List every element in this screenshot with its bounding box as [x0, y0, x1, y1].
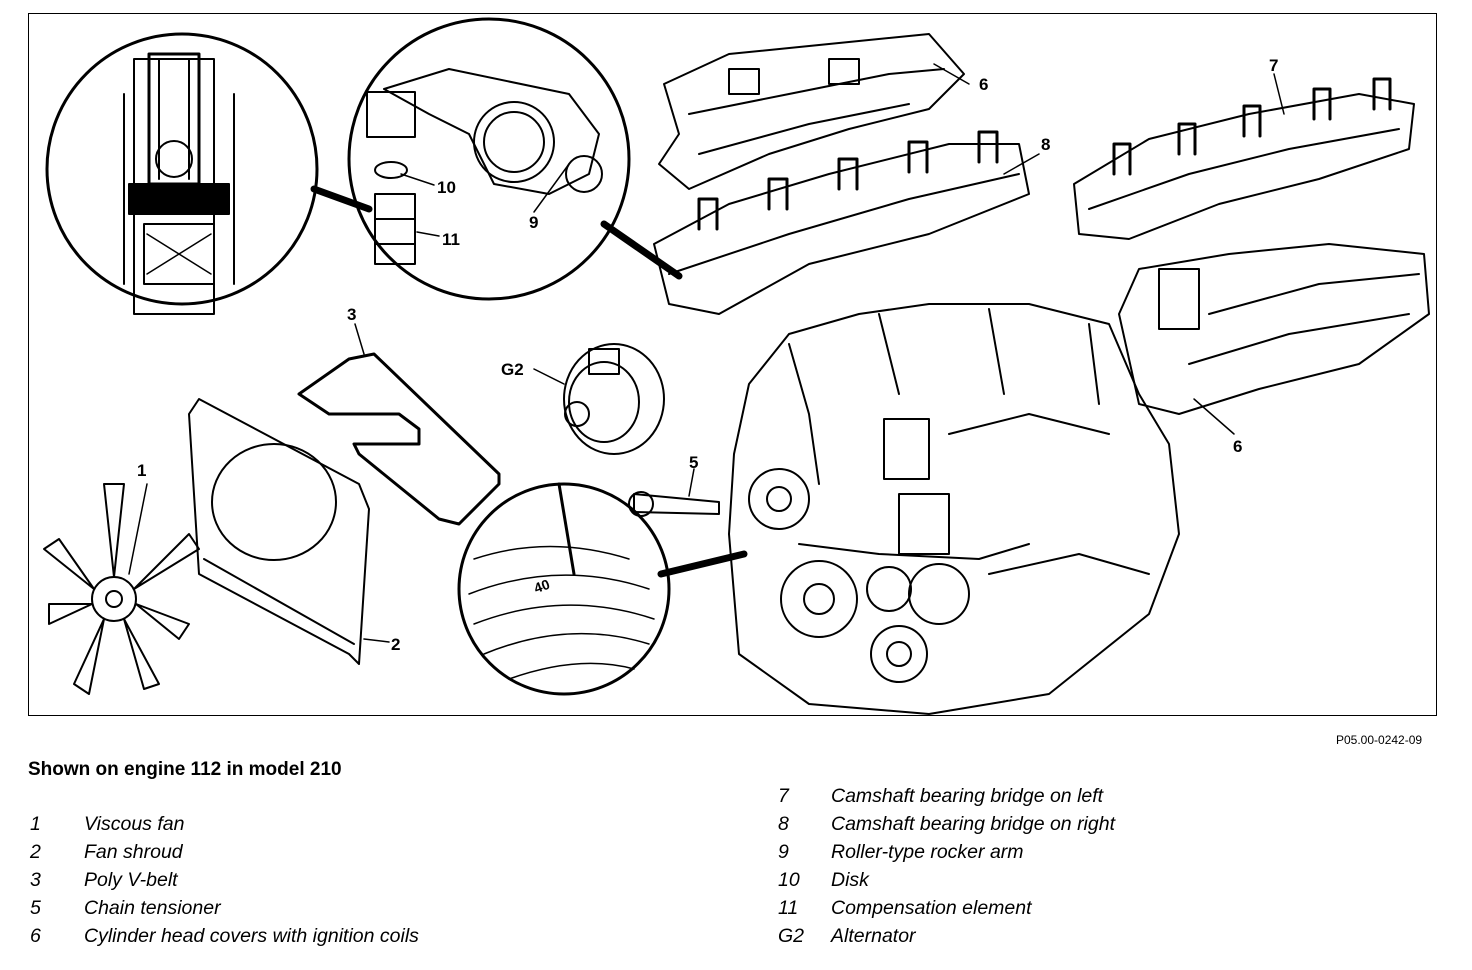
callout-7: 7: [1269, 56, 1279, 75]
legend-number: 6: [30, 925, 41, 947]
cylinder-head-cover-lower: [1118, 243, 1430, 415]
detail-leader-3: [657, 550, 748, 578]
callout-5: 5: [689, 453, 699, 472]
legend-number: G2: [778, 925, 805, 947]
legend-label: Cylinder head covers with ignition coils: [84, 925, 419, 947]
poly-v-belt: [297, 352, 501, 526]
legend-number: 5: [30, 897, 41, 919]
legend-number: 7: [778, 785, 789, 807]
callout-1: 1: [137, 461, 147, 480]
caption: Shown on engine 112 in model 210: [28, 759, 342, 780]
diagram-frame: 6 7 8 9 10 11 3 G2 6 1 5 2 40: [28, 13, 1437, 716]
detail-circle-timing-mark: [457, 482, 671, 696]
legend-number: 3: [30, 869, 41, 891]
camshaft-bearing-bridge-left: [1073, 77, 1415, 240]
legend-label: Chain tensioner: [84, 897, 221, 919]
detail-leader-2: [600, 220, 683, 280]
legend-label: Roller-type rocker arm: [831, 841, 1024, 863]
callout-11: 11: [442, 230, 460, 249]
callout-3: 3: [347, 305, 357, 324]
callout-2: 2: [391, 635, 401, 654]
camshaft-bearing-bridge-right: [653, 130, 1030, 315]
legend-number: 8: [778, 813, 789, 835]
exploded-engine-drawing: [43, 17, 1430, 715]
legend-label: Compensation element: [831, 897, 1032, 919]
alternator-drawing: [563, 343, 665, 455]
legend-label: Fan shroud: [84, 841, 183, 863]
legend-label: Disk: [831, 869, 869, 891]
callout-leaders: [128, 63, 1285, 643]
legend-label: Poly V-belt: [84, 869, 178, 891]
cylinder-head-cover-upper: [658, 33, 965, 190]
legend-number: 2: [30, 841, 41, 863]
callout-8: 8: [1041, 135, 1051, 154]
callout-6-lower: 6: [1233, 437, 1243, 456]
legend-number: 1: [30, 813, 41, 835]
chain-tensioner-drawing: [628, 491, 720, 517]
detail-circle-compensation-section: [45, 32, 319, 315]
legend-label: Camshaft bearing bridge on left: [831, 785, 1104, 807]
callout-10: 10: [437, 178, 456, 197]
fan-shroud-drawing: [188, 398, 370, 665]
legend-number: 11: [778, 897, 799, 919]
engine-block: [728, 303, 1180, 715]
legend-label: Alternator: [831, 925, 916, 947]
figure-id: P05.00-0242-09: [1336, 733, 1423, 747]
callout-6-upper: 6: [979, 75, 989, 94]
callout-9: 9: [529, 213, 539, 232]
callout-g2: G2: [501, 360, 524, 379]
detail-circle-rocker-arm: [347, 17, 631, 301]
viscous-fan-drawing: [43, 483, 200, 695]
legend-number: 10: [778, 869, 800, 891]
legend-label: Camshaft bearing bridge on right: [831, 813, 1115, 835]
detail-leader-1: [310, 185, 373, 213]
legend-label: Viscous fan: [84, 813, 185, 835]
legend-number: 9: [778, 841, 789, 863]
